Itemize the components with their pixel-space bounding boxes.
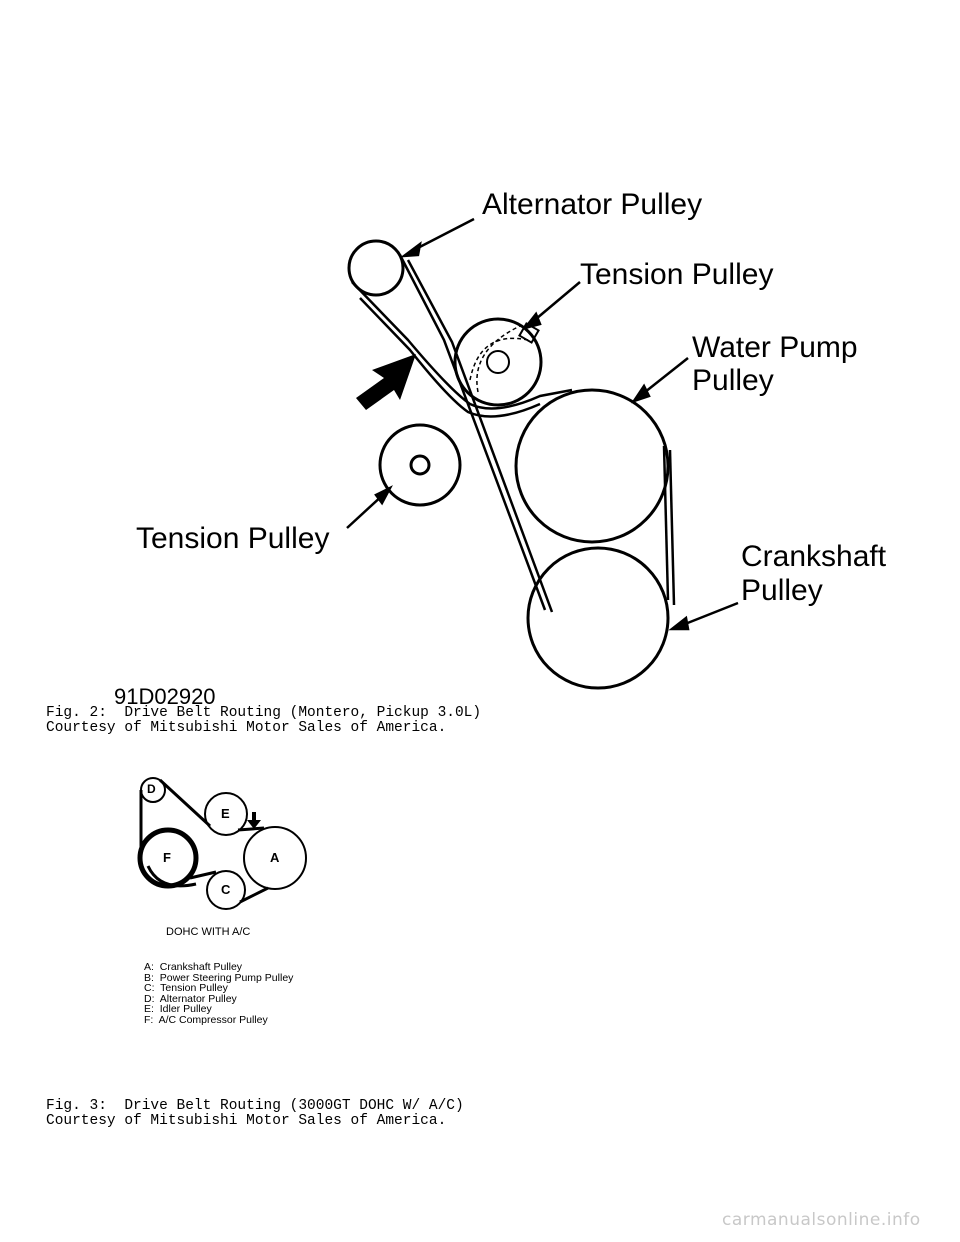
label-water-pump-line1: Water Pump [692, 331, 858, 364]
tension-pulley-left [378, 423, 462, 507]
crankshaft-pulley [526, 546, 670, 690]
pulley-letter-f: F [163, 850, 171, 865]
watermark: carmanualsonline.info [722, 1210, 921, 1230]
legend-item: E: Idler Pulley [144, 1003, 212, 1015]
belt-direction-arrow [356, 354, 416, 410]
legend-item: A: Crankshaft Pulley [144, 961, 243, 973]
legend-item: D: Alternator Pulley [144, 992, 237, 1005]
label-crankshaft-line1: Crankshaft [741, 540, 887, 573]
leader-lines [346, 217, 739, 631]
small-arrow [247, 812, 261, 829]
label-crankshaft-line2: Pulley [741, 574, 823, 607]
tension-pulley-top-hub [486, 350, 510, 374]
legend-item: B: Power Steering Pump Pulley [144, 971, 294, 984]
water-pump-pulley [514, 388, 670, 544]
figure2-code: 91D02920 [114, 684, 216, 709]
tension-pulley-top-bracket [469, 337, 529, 381]
figure3-caption-line1: Fig. 3: Drive Belt Routing (3000GT DOHC … [46, 1098, 464, 1114]
label-tension-pulley-top: Tension Pulley [580, 258, 774, 291]
legend-item: F: A/C Compressor Pulley [144, 1013, 268, 1026]
pulley-letter-e: E [221, 806, 230, 821]
figure2-caption-line1: Fig. 2: Drive Belt Routing (Montero, Pic… [46, 705, 482, 721]
alternator-pulley [347, 239, 405, 297]
pulley-letter-c: C [221, 882, 231, 897]
figure2-caption-line2: Courtesy of Mitsubishi Motor Sales of Am… [46, 720, 447, 736]
figure3-subtitle: DOHC WITH A/C [166, 926, 251, 938]
tension-pulley-top-bracket-2 [476, 325, 521, 393]
figure2-diagram [346, 217, 739, 690]
pulley-letter-d: D [147, 782, 156, 796]
belt-3000gt [139, 778, 269, 904]
drive-belt [351, 254, 676, 613]
figure3-caption-line2: Courtesy of Mitsubishi Motor Sales of Am… [46, 1113, 447, 1129]
legend-item: C: Tension Pulley [144, 982, 228, 994]
pulley-letter-a: A [270, 850, 280, 865]
label-tension-pulley-left: Tension Pulley [136, 522, 330, 555]
figure3-legend: A: Crankshaft Pulley B: Power Steering P… [144, 962, 293, 1025]
label-alternator-pulley: Alternator Pulley [482, 188, 703, 221]
tension-pulley-top [453, 317, 543, 407]
label-water-pump-line2: Pulley [692, 364, 774, 397]
tension-pulley-left-hub [409, 454, 431, 476]
